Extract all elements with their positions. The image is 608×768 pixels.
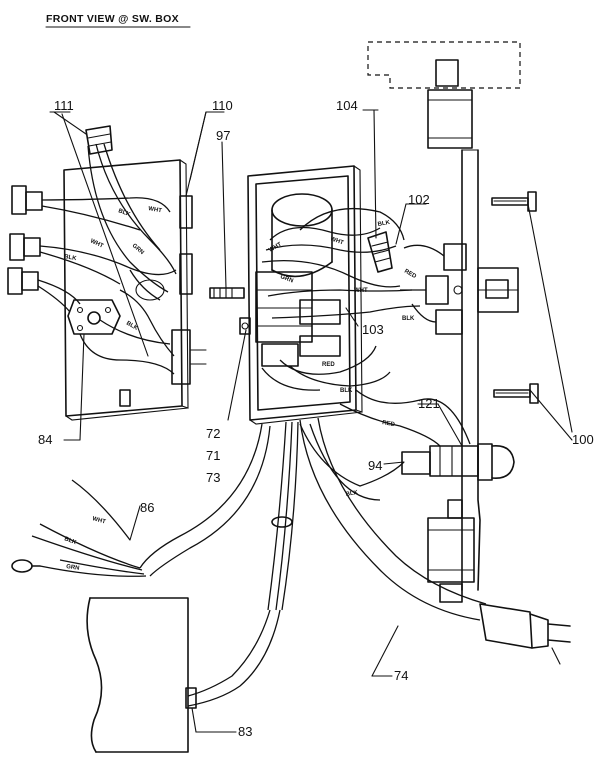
- left-switch-box: [63, 159, 207, 421]
- wire-label-wht: WHT: [268, 242, 283, 254]
- wire-label-grn: GRN: [131, 243, 145, 256]
- callout-71: 71: [206, 448, 220, 463]
- callout-103: 103: [362, 322, 384, 337]
- wire-label-blk: BLK: [64, 254, 78, 262]
- capacitor: [271, 193, 333, 278]
- wire-label-blk: BLK: [117, 208, 131, 218]
- wire-label-red: RED: [322, 362, 335, 368]
- wire-label-grn: GRN: [279, 274, 294, 284]
- connector-102: [400, 243, 467, 335]
- left-box-wires: [79, 125, 177, 375]
- wire-label-red: RED: [403, 269, 418, 281]
- dashed-mount-bracket: [367, 41, 521, 149]
- wire-label-wht: WHT: [354, 288, 368, 294]
- wire-label-blk: BLK: [63, 536, 77, 546]
- lamp-socket-121: [401, 443, 515, 481]
- diagram-title: FRONT VIEW @ SW. BOX: [46, 13, 179, 25]
- plug: [479, 603, 571, 665]
- bolt-97: [209, 287, 245, 299]
- switch-toggle: [453, 267, 519, 313]
- screw-top: [491, 191, 537, 212]
- wire-label-blk: BLK: [345, 490, 359, 498]
- screw-bottom: [493, 383, 539, 404]
- wire-label-grn: GRN: [66, 564, 80, 572]
- callout-84: 84: [38, 432, 52, 447]
- wire-nut-104: [367, 231, 393, 273]
- terminal-board-84: [67, 299, 121, 335]
- callout-111: 111: [54, 98, 74, 113]
- leader-lines: [49, 109, 573, 733]
- callout-100: 100: [572, 432, 594, 447]
- callout-110: 110: [212, 98, 233, 113]
- callout-104: 104: [336, 98, 358, 113]
- callout-74: 74: [394, 668, 408, 683]
- wire-label-blk: BLK: [125, 321, 139, 333]
- wire-label-wht: WHT: [329, 236, 344, 246]
- lower-wires: [299, 389, 471, 501]
- lower-switch: [427, 499, 475, 603]
- wire-label-wht: WHT: [89, 238, 104, 249]
- left-connectors: [7, 185, 177, 313]
- callout-73: 73: [206, 470, 220, 485]
- box-wires: [261, 207, 421, 391]
- callout-121: 121: [418, 396, 440, 411]
- callout-102: 102: [408, 192, 430, 207]
- wire-label-blk: BLK: [402, 316, 415, 322]
- wire-label-blk: BLK: [340, 388, 353, 394]
- callout-72: 72: [206, 426, 220, 441]
- terminal-block: [255, 271, 341, 367]
- wire-label-blk: BLK: [377, 220, 391, 228]
- callout-83: 83: [238, 724, 252, 739]
- mounting-plate: [461, 149, 481, 591]
- wire-label-wht: WHT: [91, 516, 106, 525]
- callout-94: 94: [368, 458, 382, 473]
- wire-label-red: RED: [382, 420, 396, 428]
- motor-housing-83: [86, 597, 197, 753]
- callout-86: 86: [140, 500, 154, 515]
- cable-86: [11, 423, 271, 577]
- wire-label-wht: WHT: [148, 206, 163, 214]
- callout-97: 97: [216, 128, 230, 143]
- cord-74: [299, 417, 487, 621]
- cable-bundle: [187, 421, 299, 707]
